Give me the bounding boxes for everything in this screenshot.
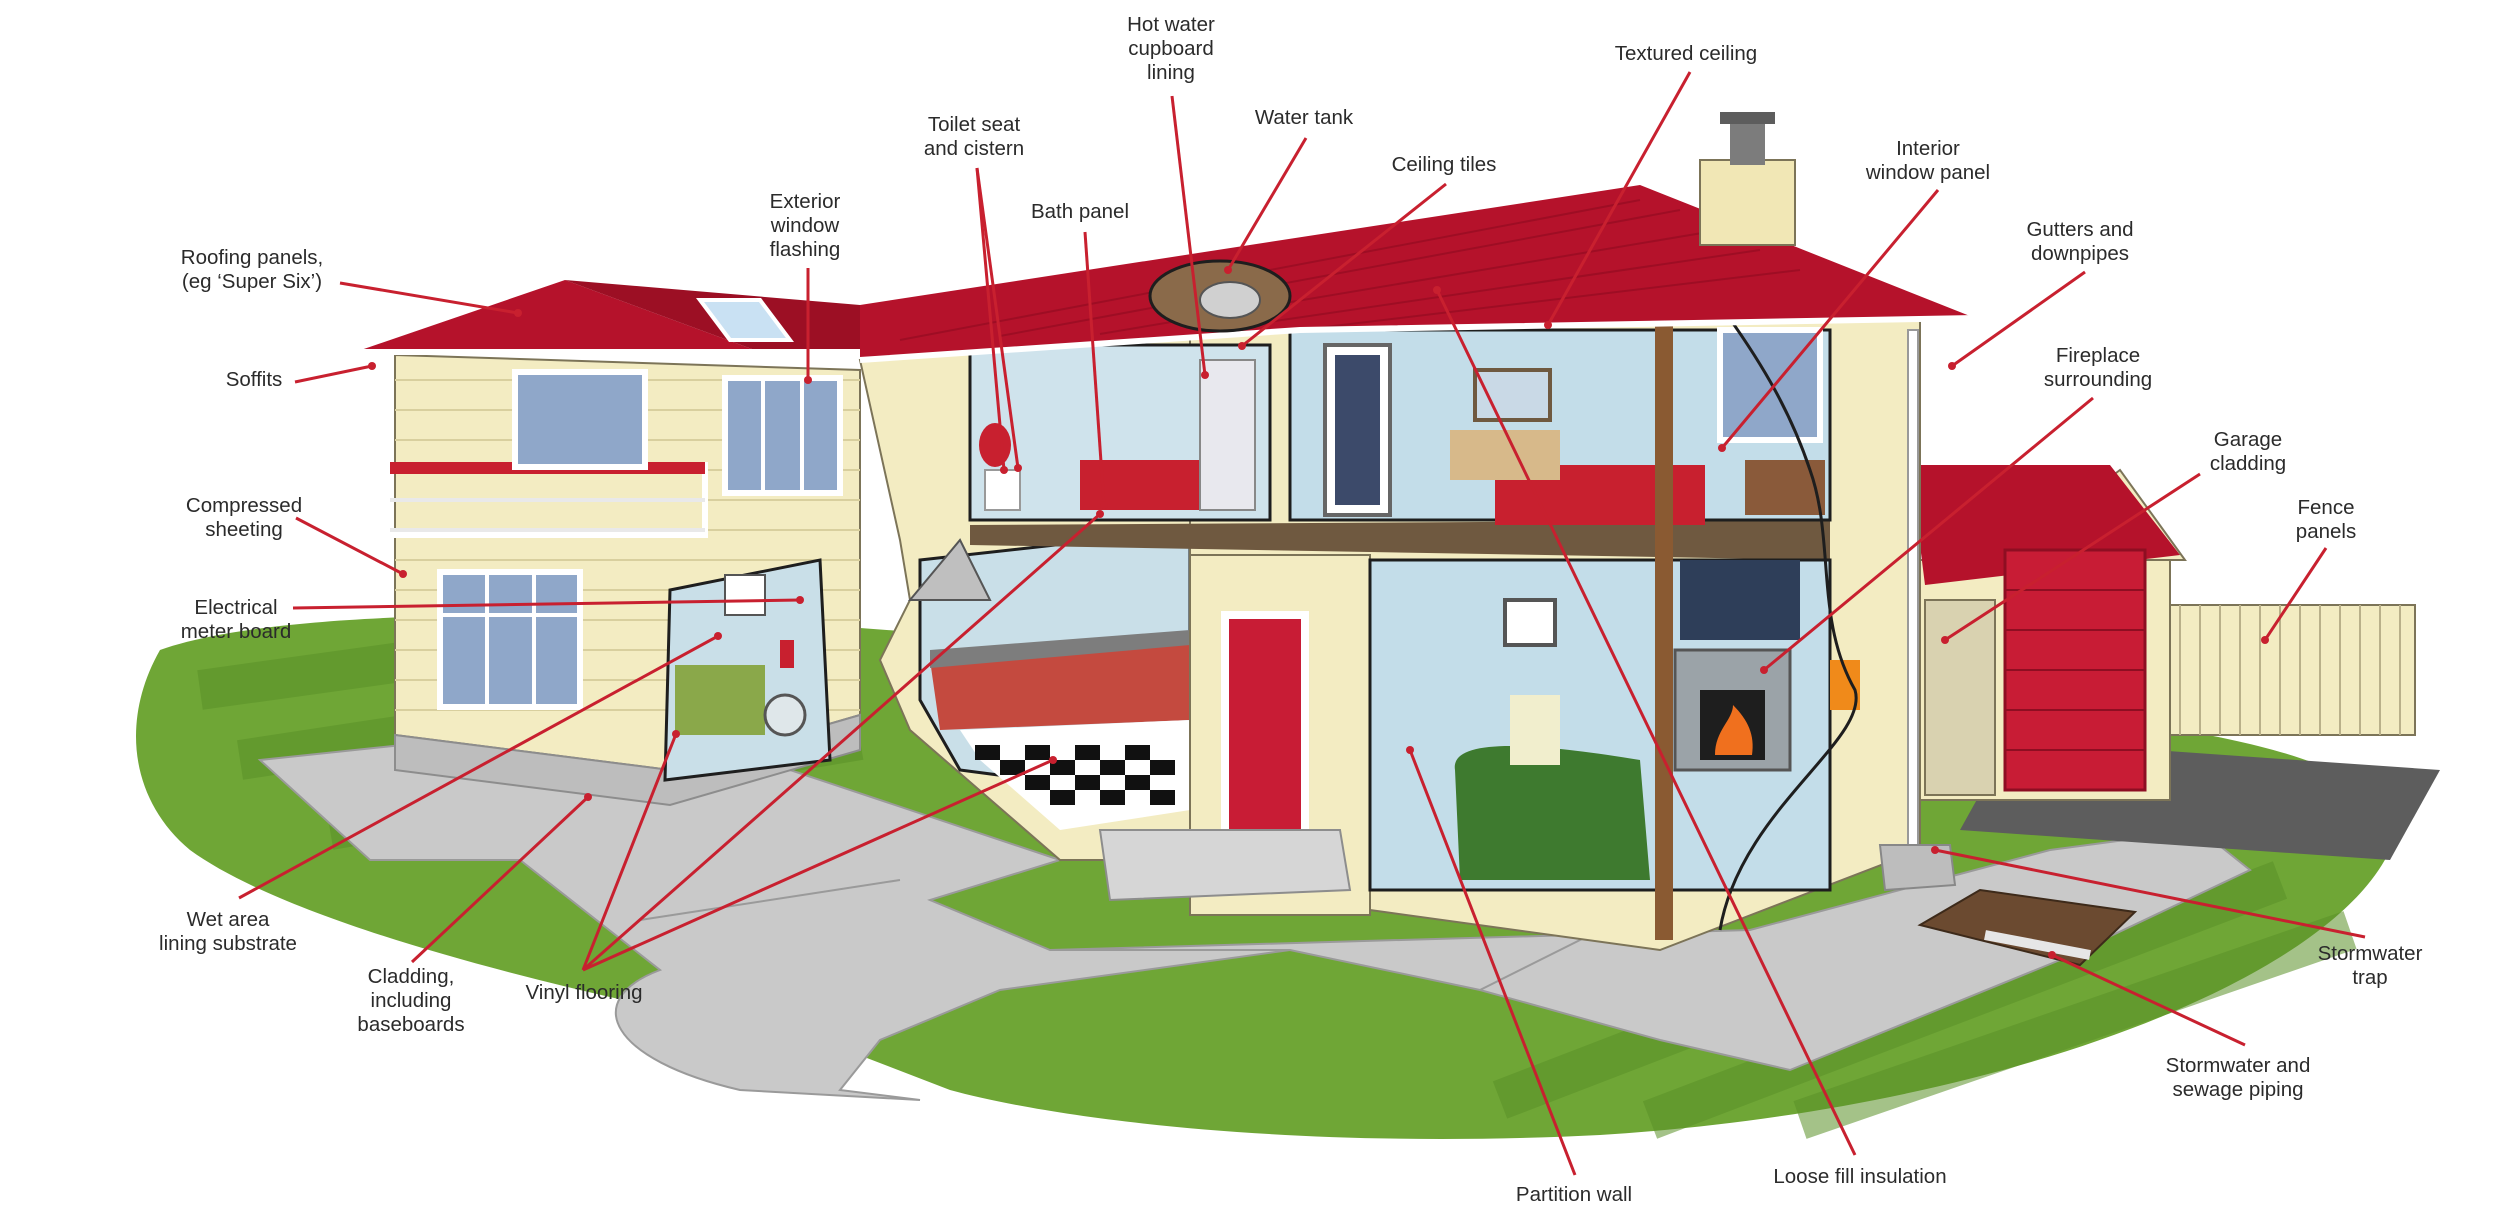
- leader-roofing: [339, 281, 519, 315]
- label-stormwater-piping: Stormwater and sewage piping: [2166, 1054, 2311, 1102]
- label-gutters: Gutters and downpipes: [2026, 218, 2133, 266]
- checker-floor: [960, 720, 1190, 830]
- label-meter: Electrical meter board: [181, 596, 292, 644]
- label-partition: Partition wall: [1516, 1183, 1632, 1207]
- leader-points: [368, 266, 2269, 959]
- label-line: panels: [2295, 520, 2357, 543]
- label-line: Interior: [1896, 137, 1960, 160]
- house-left-block: [387, 353, 861, 807]
- label-cladding: Cladding, including baseboards: [357, 965, 464, 1037]
- label-line: Textured ceiling: [1614, 42, 1758, 65]
- label-line: Wet area: [186, 908, 270, 931]
- leader-hot-water: [1170, 95, 1207, 376]
- leader-vinyl-2: [582, 512, 1101, 972]
- leader-meter: [292, 598, 801, 610]
- label-line: cupboard: [1128, 37, 1214, 60]
- label-interior-window: Interior window panel: [1866, 137, 1990, 185]
- label-line: Toilet seat: [927, 113, 1021, 136]
- label-hot-water: Hot water cupboard lining: [1127, 13, 1215, 85]
- kitchen-cutaway: [858, 323, 1192, 861]
- leader-bath: [1083, 231, 1106, 506]
- label-line: trap: [2352, 966, 2388, 989]
- front-door: [1098, 554, 1371, 916]
- leader-stormwater-piping: [2051, 953, 2246, 1047]
- label-line: downpipes: [2030, 242, 2129, 265]
- label-line: Partition wall: [1515, 1183, 1633, 1206]
- label-line: sewage piping: [2172, 1078, 2304, 1101]
- label-line: sheeting: [205, 518, 283, 541]
- label-line: and cistern: [923, 137, 1025, 160]
- label-line: Fence: [2297, 496, 2355, 519]
- label-line: surrounding: [2043, 368, 2153, 391]
- label-line: Loose fill insulation: [1773, 1165, 1947, 1188]
- leader-garage: [1944, 472, 2201, 642]
- leader-toilet-2: [975, 167, 1020, 469]
- label-line: Bath panel: [1030, 200, 1130, 223]
- label-line: (eg ‘Super Six’): [181, 270, 323, 293]
- leader-insulation: [1435, 289, 1857, 1156]
- label-toilet: Toilet seat and cistern: [924, 113, 1024, 161]
- label-ceiling-tiles: Ceiling tiles: [1392, 153, 1497, 177]
- label-line: Garage: [2213, 428, 2283, 451]
- label-roofing: Roofing panels, (eg ‘Super Six’): [181, 246, 323, 294]
- leader-toilet-1: [975, 167, 1006, 471]
- leader-lines: [238, 71, 2366, 1176]
- label-stormwater-trap: Stormwater trap: [2318, 942, 2423, 990]
- label-compressed: Compressed sheeting: [186, 494, 302, 542]
- label-line: cladding: [2209, 452, 2287, 475]
- label-line: Soffits: [225, 368, 283, 391]
- label-line: window: [770, 214, 840, 237]
- label-line: lining: [1147, 61, 1195, 84]
- leader-soffits: [294, 364, 373, 384]
- label-fireplace: Fireplace surrounding: [2044, 344, 2152, 392]
- label-wet-area: Wet area lining substrate: [159, 908, 297, 956]
- label-line: including: [370, 989, 452, 1012]
- label-line: Gutters and: [2026, 218, 2134, 241]
- label-vinyl: Vinyl flooring: [526, 981, 643, 1005]
- label-line: Hot water: [1127, 13, 1215, 36]
- label-line: Roofing panels,: [180, 246, 324, 269]
- label-line: window panel: [1865, 161, 1991, 184]
- label-line: Stormwater and: [2165, 1054, 2311, 1077]
- leader-interior-window: [1720, 189, 1940, 449]
- stormwater-trench: [1917, 888, 2138, 967]
- leader-stormwater-trap: [1934, 848, 2366, 939]
- leader-wet-area: [238, 634, 719, 900]
- label-water-tank: Water tank: [1255, 106, 1353, 130]
- label-line: Compressed: [185, 494, 303, 517]
- fence: [2139, 604, 2416, 736]
- label-line: Stormwater: [2317, 942, 2423, 965]
- label-line: Vinyl flooring: [525, 981, 643, 1004]
- label-line: Fireplace: [2055, 344, 2141, 367]
- label-fence: Fence panels: [2296, 496, 2356, 544]
- label-line: Electrical: [194, 596, 278, 619]
- label-soffits: Soffits: [226, 368, 283, 392]
- leader-gutters: [1951, 270, 2086, 368]
- roof: [355, 112, 1976, 363]
- label-line: baseboards: [357, 1013, 465, 1036]
- leader-partition: [1408, 749, 1577, 1176]
- label-bath-panel: Bath panel: [1031, 200, 1129, 224]
- leader-vinyl-3: [582, 758, 1054, 972]
- leader-fence: [2263, 547, 2328, 641]
- label-line: flashing: [769, 238, 841, 261]
- label-line: lining substrate: [159, 932, 297, 955]
- label-line: Water tank: [1254, 106, 1354, 129]
- leader-vinyl-1: [581, 733, 678, 971]
- leader-compressed: [295, 516, 404, 576]
- leader-water-tank: [1226, 137, 1308, 271]
- label-line: meter board: [180, 620, 292, 643]
- label-insulation: Loose fill insulation: [1773, 1165, 1946, 1189]
- label-exterior-window: Exterior window flashing: [770, 190, 841, 262]
- label-textured-ceiling: Textured ceiling: [1615, 42, 1757, 66]
- label-garage: Garage cladding: [2210, 428, 2286, 476]
- label-line: Exterior: [769, 190, 841, 213]
- leader-cladding: [410, 795, 590, 964]
- label-line: Cladding,: [367, 965, 455, 988]
- leader-ceiling-tiles: [1241, 182, 1447, 348]
- leader-textured-ceiling: [1546, 71, 1692, 326]
- label-line: Ceiling tiles: [1391, 153, 1497, 176]
- leader-fireplace: [1763, 396, 2094, 672]
